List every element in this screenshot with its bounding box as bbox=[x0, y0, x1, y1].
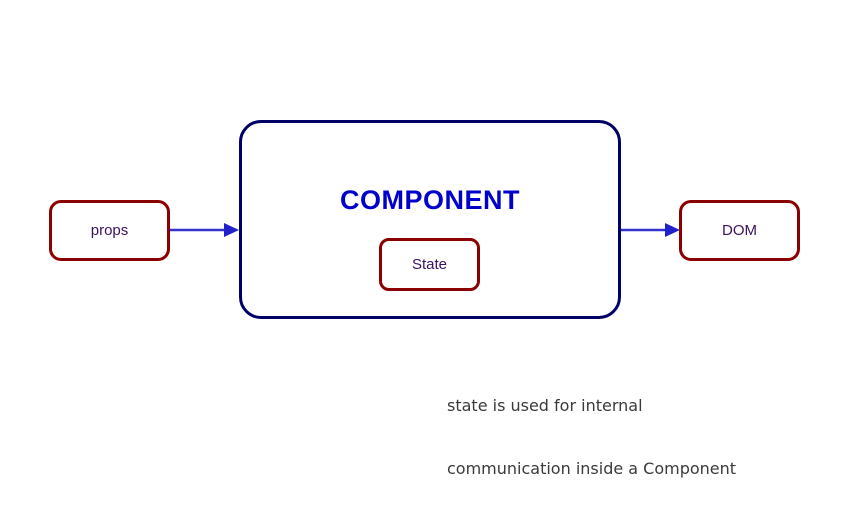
node-props[interactable]: props bbox=[49, 200, 170, 261]
node-component-title: COMPONENT bbox=[340, 185, 520, 215]
caption-line-2: communication inside a Component bbox=[447, 459, 737, 478]
node-props-label: props bbox=[90, 222, 129, 239]
node-component[interactable]: COMPONENT bbox=[239, 120, 621, 319]
node-dom-label: DOM bbox=[722, 222, 757, 239]
arrow-component-to-dom-icon bbox=[621, 223, 680, 237]
arrow-props-to-component-icon bbox=[170, 223, 239, 237]
node-dom[interactable]: DOM bbox=[679, 200, 800, 261]
node-state-label: State bbox=[411, 256, 448, 273]
diagram-canvas: props COMPONENT State DOM state is used … bbox=[49, 120, 800, 478]
diagram-caption: state is used for internal communication… bbox=[447, 353, 736, 521]
node-state[interactable]: State bbox=[379, 238, 480, 291]
caption-line-1: state is used for internal bbox=[447, 396, 643, 415]
